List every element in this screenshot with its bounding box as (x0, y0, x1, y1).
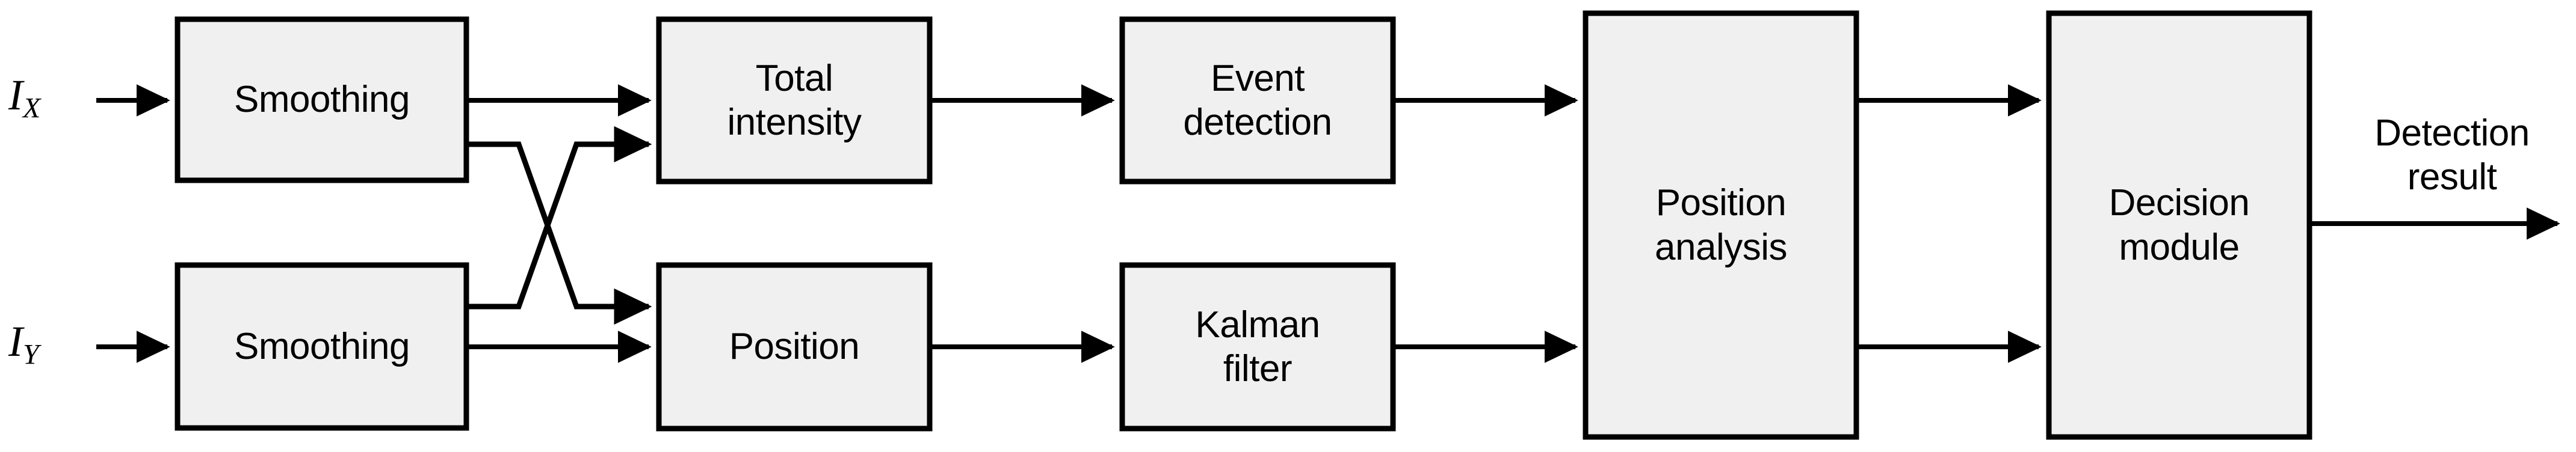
block-event-detection-rect (1119, 16, 1396, 185)
input-iy-subscript: Y (22, 338, 39, 371)
connector-smoothing-top-to-position (466, 141, 652, 325)
input-ix-symbol: I (8, 71, 23, 119)
block-total-intensity-rect (656, 16, 933, 185)
block-position-analysis-rect (1583, 10, 1859, 440)
input-label-iy: IY (8, 320, 39, 369)
block-kalman-filter-rect (1119, 262, 1396, 432)
input-ix-subscript: X (22, 92, 41, 124)
input-label-ix: IX (8, 73, 40, 123)
block-smoothing-top-rect (175, 16, 469, 183)
connector-smoothing-bottom-to-total-intensity (466, 126, 652, 310)
input-iy-symbol: I (8, 317, 23, 365)
output-label-detection-result: Detection result (2374, 112, 2530, 198)
block-position-rect (656, 262, 933, 432)
block-smoothing-bottom-rect (175, 262, 469, 431)
block-decision-module-rect (2046, 10, 2312, 440)
